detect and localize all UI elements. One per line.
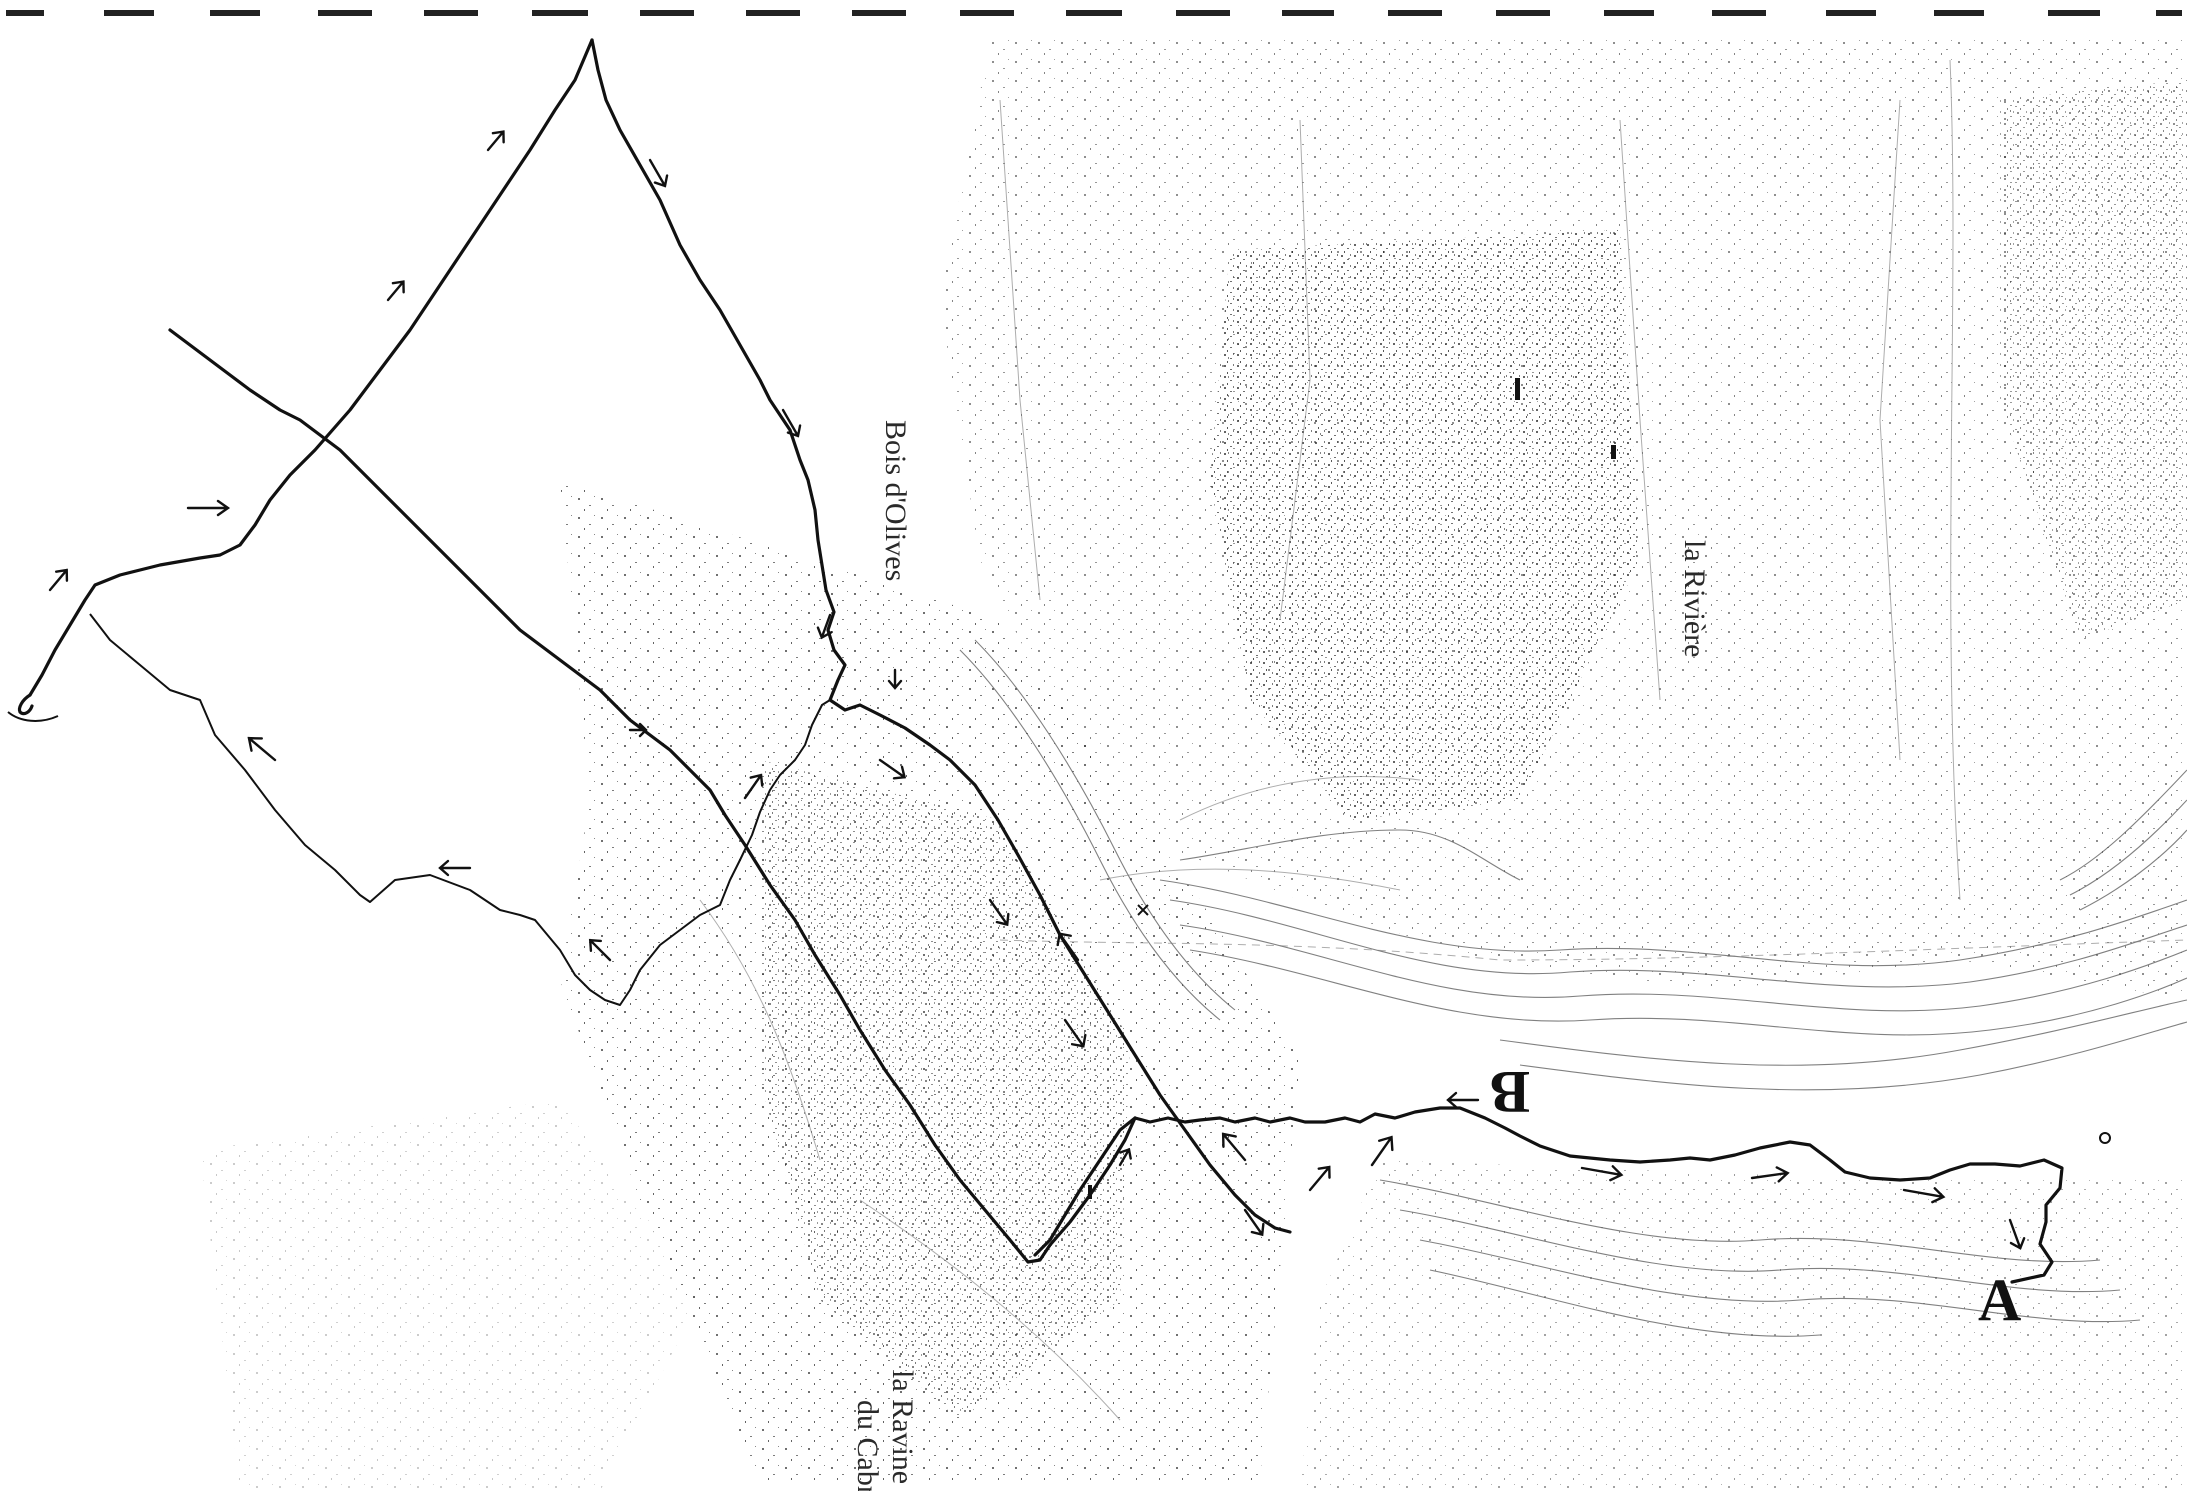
- loop-path: [590, 38, 1292, 1234]
- direction-arrow-icon: [781, 408, 802, 438]
- label-la-riviere: la Rivière: [1678, 540, 1711, 657]
- west-boundary-path: [89, 613, 831, 1006]
- direction-arrow-icon: [648, 158, 669, 188]
- landmark-icon: [2099, 1132, 2111, 1144]
- roads: [699, 59, 2187, 1421]
- direction-arrow-icon: [2008, 1218, 2026, 1250]
- direction-arrow-icon: [1221, 1132, 1247, 1162]
- contour-lines: [959, 639, 2187, 1337]
- direction-arrow-icon: [1056, 932, 1080, 962]
- label-du-cabri: du Cabri: [851, 1400, 884, 1491]
- landmark-icon: [1611, 445, 1616, 459]
- direction-arrow-icon: [438, 859, 472, 877]
- direction-arrow-icon: [1370, 1135, 1394, 1167]
- direction-arrow-icon: [743, 773, 764, 800]
- direction-arrow-icon: [1063, 1018, 1087, 1048]
- direction-arrow-icon: [887, 668, 903, 690]
- map-symbols: [1088, 378, 2111, 1199]
- direction-arrow-icon: [816, 613, 833, 640]
- direction-arrow-icon: [247, 736, 277, 762]
- terrain-texture: [200, 40, 2187, 1491]
- label-la-ravine: la Ravine: [886, 1370, 919, 1484]
- main-loop: [7, 38, 1292, 1257]
- outbound-route-path: [1033, 1116, 1137, 1257]
- route-path: [168, 328, 2064, 1284]
- landmark-icon: [1515, 378, 1520, 400]
- direction-arrow-icon: [1243, 1208, 1265, 1237]
- direction-arrow-icon: [486, 130, 505, 152]
- scale-bar: [6, 10, 2182, 16]
- direction-arrows: [48, 130, 2026, 1250]
- direction-arrow-icon: [1902, 1187, 1946, 1204]
- return-path: [28, 38, 594, 697]
- direction-arrow-icon: [1446, 1091, 1480, 1109]
- direction-arrow-icon: [588, 938, 612, 962]
- direction-arrow-icon: [1308, 1165, 1331, 1192]
- marker-a: A: [1978, 1267, 2021, 1333]
- marker-b: B: [1490, 1059, 1530, 1125]
- direction-arrow-icon: [1118, 1147, 1132, 1167]
- direction-arrow-icon: [878, 758, 907, 780]
- direction-arrow-icon: [386, 280, 405, 302]
- landmark-icon: [1088, 1185, 1092, 1199]
- place-labels: Bois d'Olives la Rivière la Ravine du Ca…: [851, 420, 1711, 1491]
- direction-arrow-icon: [1580, 1165, 1624, 1182]
- direction-arrow-icon: [988, 898, 1010, 927]
- label-bois-dolives: Bois d'Olives: [879, 420, 912, 581]
- landmark-icon: [1137, 904, 1149, 916]
- direction-arrow-icon: [1750, 1166, 1790, 1183]
- direction-arrow-icon: [628, 722, 648, 738]
- direction-arrow-icon: [186, 499, 231, 517]
- route-markers: A B: [1490, 1059, 2021, 1333]
- direction-arrow-icon: [48, 568, 69, 592]
- route: [168, 328, 2064, 1284]
